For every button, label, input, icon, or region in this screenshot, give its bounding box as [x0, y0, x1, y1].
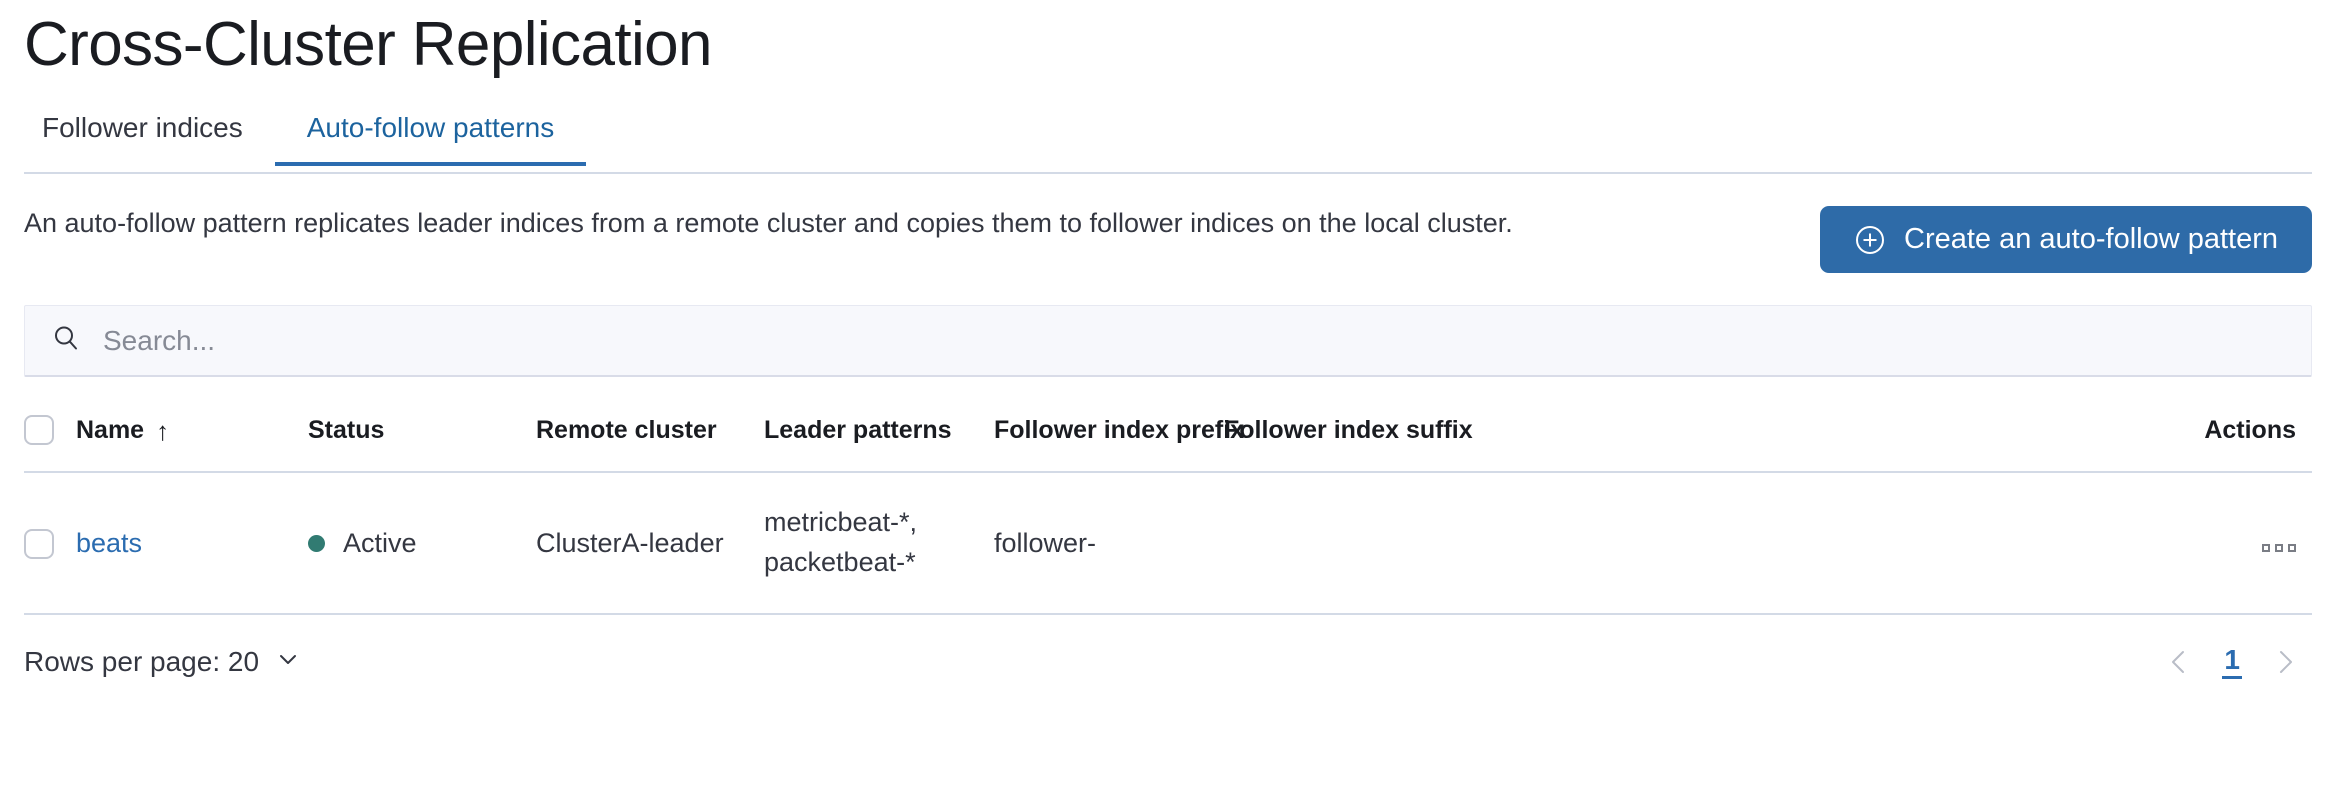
tab-auto-follow-patterns[interactable]: Auto-follow patterns [274, 110, 587, 166]
search-bar[interactable]: Search... [24, 305, 2312, 377]
column-header-leader-patterns[interactable]: Leader patterns [764, 416, 952, 445]
create-button-label: Create an auto-follow pattern [1904, 223, 2278, 255]
cell-status: Active [308, 472, 536, 616]
plus-in-circle-icon [1854, 224, 1886, 256]
column-header-name[interactable]: Name ↑ [76, 415, 308, 472]
cell-name: beats [76, 472, 308, 616]
tab-follower-indices[interactable]: Follower indices [24, 110, 275, 166]
dot [2262, 543, 2270, 552]
chevron-left-icon[interactable] [2166, 647, 2192, 677]
select-all-header [24, 415, 76, 472]
tab-label: Auto-follow patterns [306, 112, 555, 143]
tab-bar: Follower indices Auto-follow patterns [24, 110, 2312, 174]
dot [2288, 543, 2296, 552]
auto-follow-patterns-table: Name ↑ Status Remote cluster Leader patt… [24, 415, 2312, 616]
search-icon [51, 323, 81, 358]
chevron-down-icon [275, 646, 301, 679]
column-header-follower-index-suffix[interactable]: Follower index suffix [1224, 416, 1473, 445]
sort-ascending-icon: ↑ [156, 415, 170, 446]
column-header-status[interactable]: Status [308, 416, 385, 445]
table-body: beats Active ClusterA-leader metricbeat-… [24, 472, 2312, 616]
table-footer: Rows per page: 20 1 [24, 644, 2312, 680]
leader-patterns-text: metricbeat-*, packetbeat-* [764, 507, 918, 578]
cell-leader-patterns: metricbeat-*, packetbeat-* [764, 472, 994, 616]
row-select-cell [24, 472, 76, 616]
cell-actions [1524, 472, 2312, 616]
page-description: An auto-follow pattern replicates leader… [24, 208, 1513, 238]
rows-per-page-selector[interactable]: Rows per page: 20 [24, 646, 301, 679]
dot [2275, 543, 2283, 552]
status-badge: Active [343, 527, 417, 558]
select-all-checkbox[interactable] [24, 415, 54, 446]
table-row: beats Active ClusterA-leader metricbeat-… [24, 472, 2312, 616]
ellipsis-horizontal-icon[interactable] [2262, 543, 2296, 552]
table-header: Name ↑ Status Remote cluster Leader patt… [24, 415, 2312, 473]
cell-follower-index-suffix [1224, 472, 1524, 616]
search-input[interactable]: Search... [103, 324, 216, 356]
table-header-row: Name ↑ Status Remote cluster Leader patt… [24, 415, 2312, 473]
rows-per-page-label: Rows per page: 20 [24, 646, 260, 678]
pagination-page-1[interactable]: 1 [2222, 644, 2242, 680]
description-row: An auto-follow pattern replicates leader… [24, 204, 2312, 273]
chevron-right-icon[interactable] [2272, 647, 2298, 677]
pattern-name-link[interactable]: beats [76, 527, 143, 558]
status-dot-icon [308, 534, 325, 552]
cell-follower-index-prefix: follower- [994, 472, 1224, 616]
tab-label: Follower indices [42, 112, 243, 143]
page-title: Cross-Cluster Replication [24, 10, 712, 79]
column-header-follower-index-prefix[interactable]: Follower index prefix [994, 416, 1245, 445]
column-header-label: Name [76, 416, 145, 445]
cell-remote-cluster: ClusterA-leader [536, 472, 764, 616]
column-header-actions: Actions [2204, 416, 2296, 445]
row-checkbox[interactable] [24, 529, 54, 560]
column-header-remote-cluster[interactable]: Remote cluster [536, 416, 717, 445]
pagination: 1 [2166, 644, 2312, 680]
create-auto-follow-pattern-button[interactable]: Create an auto-follow pattern [1820, 206, 2312, 273]
